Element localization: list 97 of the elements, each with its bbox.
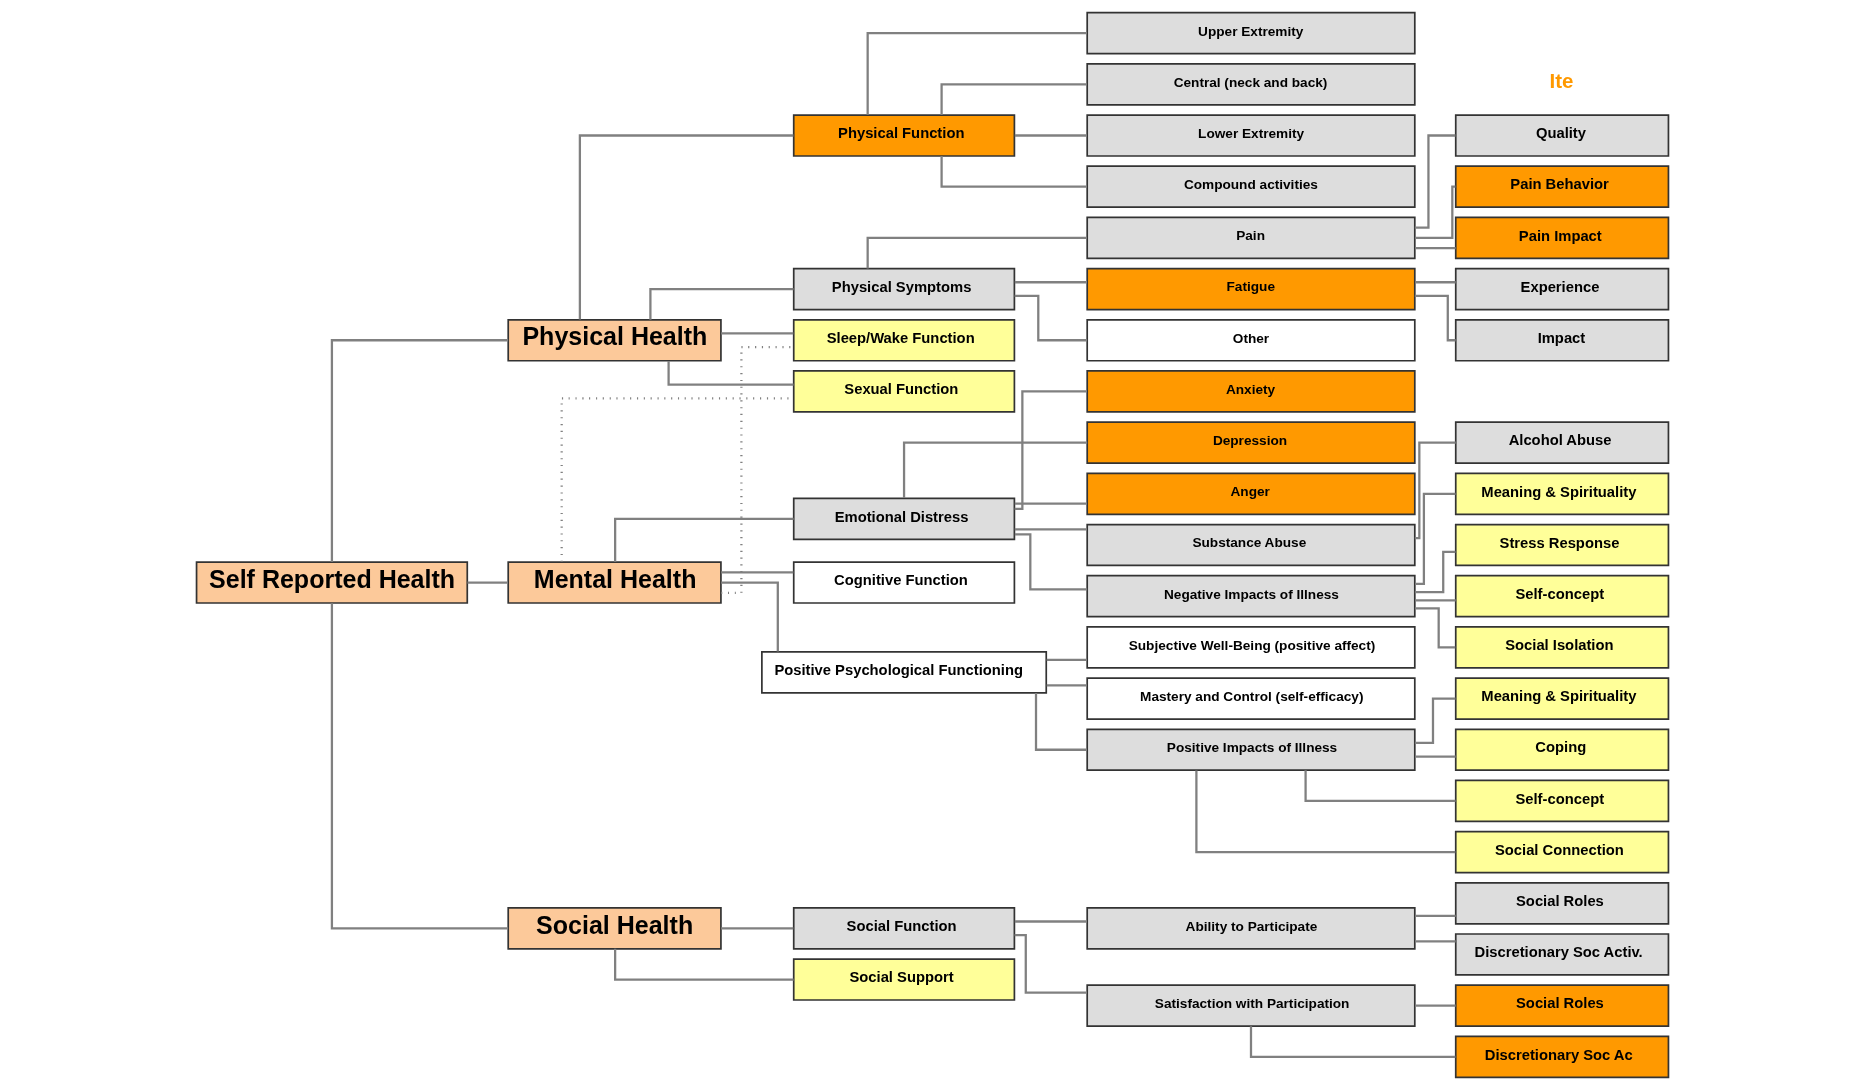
connector: [720, 571, 793, 574]
node-box: Anger: [1085, 472, 1416, 516]
connector: [330, 339, 508, 562]
connector: [613, 517, 794, 563]
connector: [1014, 502, 1087, 505]
node-box: Physical Health: [506, 318, 722, 362]
node-box: Meaning & Spirituality: [1454, 472, 1669, 516]
node-box: Positive Psychological Functioning: [760, 651, 1047, 694]
node-box: Pain: [1085, 216, 1416, 260]
connector: [648, 287, 794, 320]
node-box: Satisfaction with Participation: [1085, 984, 1416, 1027]
node-box: Pain Behavior: [1454, 165, 1669, 209]
node-box: Central (neck and back): [1085, 63, 1416, 106]
connector: [1414, 294, 1456, 342]
connector: [902, 441, 1087, 498]
connector: [720, 332, 793, 335]
node-box: Self-concept: [1454, 779, 1669, 823]
connector: [1034, 693, 1087, 751]
connector: [1414, 247, 1456, 250]
connector: [1014, 934, 1087, 994]
node-box: Depression: [1085, 421, 1416, 464]
node-box: Emotional Distress: [792, 497, 1015, 541]
connector: [1046, 658, 1087, 662]
node-box: Mental Health: [506, 561, 722, 604]
connector: [1414, 755, 1456, 758]
connector: [720, 345, 793, 594]
node-box: Physical Symptoms: [792, 267, 1015, 311]
node-box: Mastery and Control (self-efficacy): [1085, 677, 1416, 720]
node-box: Lower Extremity: [1085, 114, 1416, 157]
connector: [1303, 770, 1456, 803]
connector: [466, 581, 508, 584]
connector: [1414, 281, 1456, 284]
node-box: Sexual Function: [792, 370, 1015, 413]
node-box: Anxiety: [1085, 370, 1416, 413]
node-box: Subjective Well-Being (positive affect): [1085, 626, 1416, 669]
node-box: Ability to Participate: [1085, 907, 1416, 950]
node-box: Stress Response: [1454, 523, 1669, 567]
connector: [1414, 185, 1455, 239]
connector: [578, 134, 793, 320]
connector: [1414, 940, 1456, 943]
connector: [1414, 492, 1456, 586]
connector: [1414, 441, 1456, 540]
label: Ite: [1549, 69, 1573, 93]
connector: [666, 360, 794, 386]
node-box: Cognitive Function: [792, 561, 1015, 604]
node-box: Negative Impacts of Illness: [1085, 574, 1416, 618]
node-box: Physical Function: [792, 114, 1015, 157]
connector: [866, 32, 1087, 115]
connector: [560, 397, 793, 562]
node-box: Positive Impacts of Illness: [1085, 728, 1416, 772]
connector: [1014, 294, 1087, 342]
node-box: Social Roles: [1454, 881, 1669, 925]
node-box: Discretionary Soc Activ.: [1454, 933, 1669, 976]
connector: [866, 236, 1087, 269]
node-box: Quality: [1454, 114, 1669, 157]
connector: [1194, 770, 1455, 854]
node-box: Alcohol Abuse: [1454, 421, 1669, 464]
connector: [1414, 134, 1455, 229]
connector: [1014, 281, 1087, 284]
connector: [613, 948, 794, 981]
node-box: Social Connection: [1454, 830, 1669, 874]
node-box: Social Roles: [1454, 984, 1669, 1027]
node-box: Self-concept: [1454, 574, 1669, 618]
node-box: Coping: [1454, 728, 1669, 772]
connector: [939, 156, 1087, 188]
node-box: Upper Extremity: [1085, 11, 1416, 55]
connector: [1414, 914, 1456, 917]
node-box: Social Health: [506, 907, 722, 950]
node-box: Compound activities: [1085, 165, 1416, 209]
node-box: Self Reported Health: [195, 561, 468, 604]
connector: [939, 83, 1087, 115]
node-box: Experience: [1454, 267, 1669, 311]
connector: [1249, 1026, 1455, 1058]
connector: [1014, 134, 1087, 137]
node-box: Social Function: [792, 907, 1015, 950]
node-box: Other: [1085, 318, 1416, 362]
connector: [330, 603, 508, 930]
node-box: Substance Abuse: [1085, 523, 1416, 567]
connector: [1014, 533, 1087, 591]
connector: [1014, 920, 1087, 923]
node-box: Sleep/Wake Function: [792, 318, 1015, 362]
node-box: Discretionary Soc Ac: [1454, 1035, 1669, 1079]
node-box: Social Isolation: [1454, 626, 1669, 669]
connector: [1414, 550, 1455, 594]
node-box: Pain Impact: [1454, 216, 1669, 260]
connector: [1046, 684, 1087, 687]
connector: [720, 581, 779, 652]
connector: [1414, 1004, 1456, 1007]
node-box: Social Support: [792, 958, 1015, 1001]
connector: [1014, 528, 1087, 531]
connector: [1414, 599, 1456, 602]
connector: [720, 927, 793, 930]
connector: [1414, 607, 1455, 649]
node-box: Impact: [1454, 318, 1669, 362]
node-box: Fatigue: [1085, 267, 1416, 311]
connector: [1014, 390, 1087, 511]
node-box: Meaning & Spirituality: [1454, 677, 1669, 720]
